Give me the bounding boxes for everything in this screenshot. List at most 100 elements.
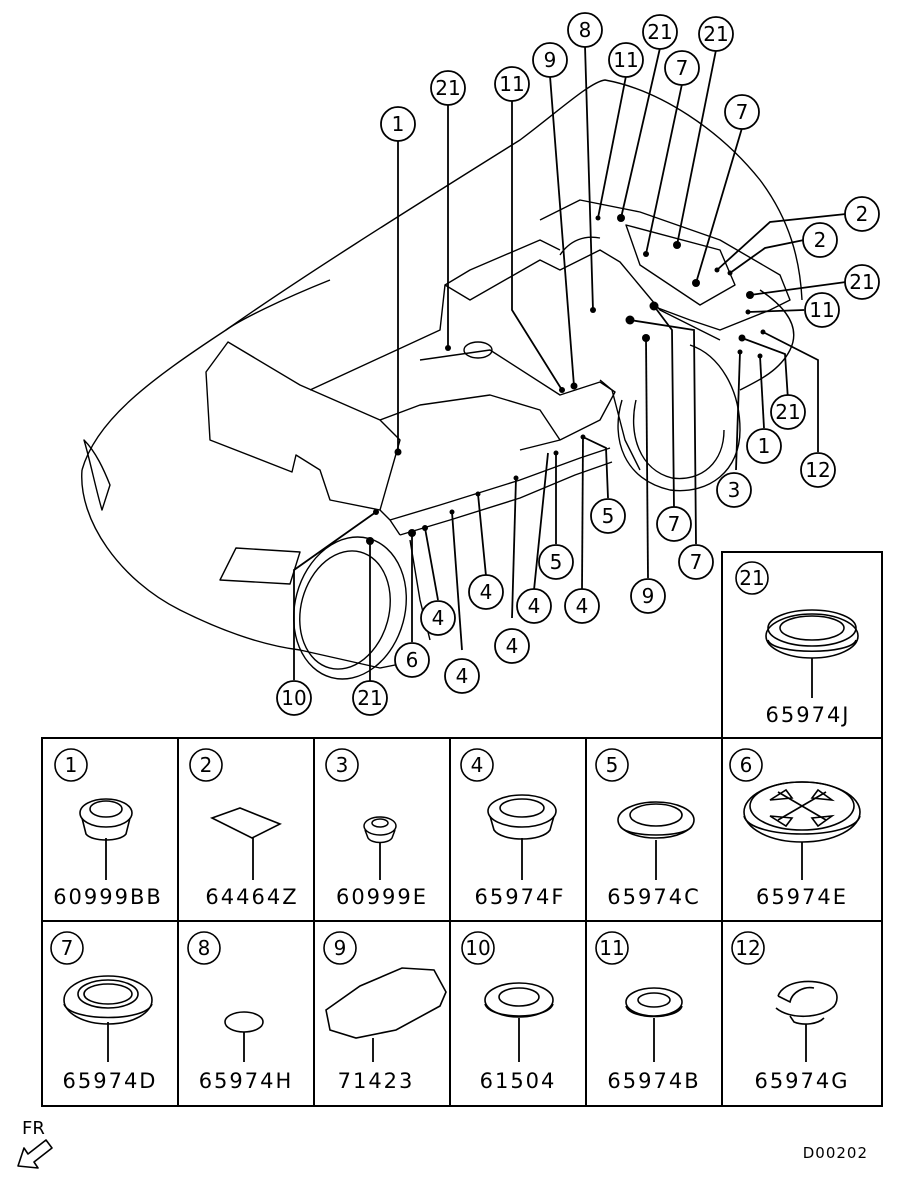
callout-5: 5	[590, 498, 626, 534]
svg-text:8: 8	[579, 18, 592, 42]
grommet-10-icon	[484, 982, 554, 1018]
callout-4: 4	[494, 628, 530, 664]
svg-text:4: 4	[432, 606, 445, 630]
svg-text:3: 3	[336, 753, 349, 777]
svg-text:4: 4	[480, 580, 493, 604]
callout-4: 4	[444, 658, 480, 694]
svg-text:64464Z: 64464Z	[205, 885, 298, 909]
callout-21: 21	[430, 70, 466, 106]
seal-pad-9-icon	[325, 967, 447, 1039]
part-cell-7: 7 65974D	[50, 931, 158, 1093]
svg-text:12: 12	[805, 458, 830, 482]
callout-6: 6	[394, 642, 430, 678]
callout-7: 7	[724, 94, 760, 130]
svg-text:11: 11	[499, 72, 524, 96]
callout-4: 4	[420, 600, 456, 636]
callout-21: 21	[352, 680, 388, 716]
svg-text:10: 10	[281, 686, 306, 710]
part-cell-12: 12 65974G	[731, 931, 848, 1093]
svg-text:5: 5	[606, 753, 619, 777]
part-cell-10: 10 61504	[461, 931, 557, 1093]
callout-9: 9	[630, 578, 666, 614]
svg-text:61504: 61504	[480, 1069, 557, 1093]
callout-4: 4	[564, 588, 600, 624]
svg-text:2: 2	[200, 753, 213, 777]
sealing-tape-icon	[209, 807, 282, 839]
callout-8: 8	[567, 12, 603, 48]
svg-text:65974F: 65974F	[475, 885, 566, 909]
part-cell-5: 5 65974C	[595, 748, 700, 909]
grommet-12-icon	[775, 980, 838, 1025]
svg-text:4: 4	[576, 594, 589, 618]
callout-7: 7	[664, 50, 700, 86]
svg-text:21: 21	[357, 686, 382, 710]
svg-text:21: 21	[739, 566, 764, 590]
callout-11: 11	[804, 292, 840, 328]
svg-text:9: 9	[544, 48, 557, 72]
grommet-3-icon	[363, 816, 397, 844]
callout-9: 9	[532, 42, 568, 78]
svg-text:5: 5	[602, 504, 615, 528]
callout-21: 21	[698, 16, 734, 52]
svg-text:65974C: 65974C	[607, 885, 700, 909]
svg-text:65974J: 65974J	[766, 703, 851, 727]
svg-text:65974B: 65974B	[607, 1069, 700, 1093]
svg-text:4: 4	[506, 634, 519, 658]
svg-text:11: 11	[809, 298, 834, 322]
callout-7: 7	[656, 506, 692, 542]
callout-4: 4	[468, 574, 504, 610]
front-arrow-icon	[17, 1139, 53, 1169]
callout-1: 1	[380, 106, 416, 142]
part-cell-1: 1 60999BB	[53, 748, 163, 909]
svg-text:9: 9	[334, 936, 347, 960]
grommet-4-icon	[487, 794, 557, 840]
svg-text:5: 5	[550, 550, 563, 574]
part-cell-11: 11 65974B	[595, 931, 700, 1093]
part-cell-8: 8 65974H	[187, 931, 294, 1093]
callout-1: 1	[746, 428, 782, 464]
diagram-reference-code: D00202	[803, 1144, 868, 1162]
svg-text:8: 8	[198, 936, 211, 960]
svg-text:21: 21	[435, 76, 460, 100]
grommet-11-icon	[625, 987, 683, 1018]
callout-21: 21	[642, 14, 678, 50]
svg-text:6: 6	[740, 753, 753, 777]
svg-text:12: 12	[735, 936, 760, 960]
callout-3: 3	[716, 472, 752, 508]
svg-text:65974D: 65974D	[63, 1069, 158, 1093]
callout-21: 21	[770, 394, 806, 430]
callout-21: 21	[844, 264, 880, 300]
svg-text:21: 21	[849, 270, 874, 294]
svg-text:65974H: 65974H	[199, 1069, 294, 1093]
svg-text:3: 3	[728, 478, 741, 502]
grommet-location-dots	[366, 214, 766, 545]
grommet-5-icon	[617, 801, 695, 839]
grommet-21-icon	[765, 609, 859, 659]
grommet-7-icon	[63, 975, 153, 1025]
grommet-6-icon	[743, 781, 861, 843]
callout-circles: 1 21 11 9 8 21 11 7	[276, 12, 880, 716]
svg-text:7: 7	[676, 56, 689, 80]
svg-text:FR: FR	[22, 1118, 45, 1139]
callout-12: 12	[800, 452, 836, 488]
part-cell-9: 9 71423	[323, 931, 447, 1093]
svg-text:1: 1	[758, 434, 771, 458]
svg-text:60999BB: 60999BB	[53, 885, 163, 909]
svg-text:4: 4	[471, 753, 484, 777]
part-cell-4: 4 65974F	[460, 748, 566, 909]
svg-text:71423: 71423	[338, 1069, 415, 1093]
svg-text:65974E: 65974E	[756, 885, 848, 909]
seal-8-icon	[224, 1011, 264, 1033]
svg-text:10: 10	[465, 936, 490, 960]
svg-text:1: 1	[65, 753, 78, 777]
svg-text:21: 21	[775, 400, 800, 424]
callout-10: 10	[276, 680, 312, 716]
part-cell-6: 6 65974E	[729, 748, 861, 909]
svg-text:21: 21	[703, 22, 728, 46]
svg-text:60999E: 60999E	[336, 885, 428, 909]
callout-2: 2	[802, 222, 838, 258]
callout-5: 5	[538, 544, 574, 580]
leader-lines	[293, 45, 847, 682]
svg-text:2: 2	[856, 202, 869, 226]
callout-4: 4	[516, 588, 552, 624]
